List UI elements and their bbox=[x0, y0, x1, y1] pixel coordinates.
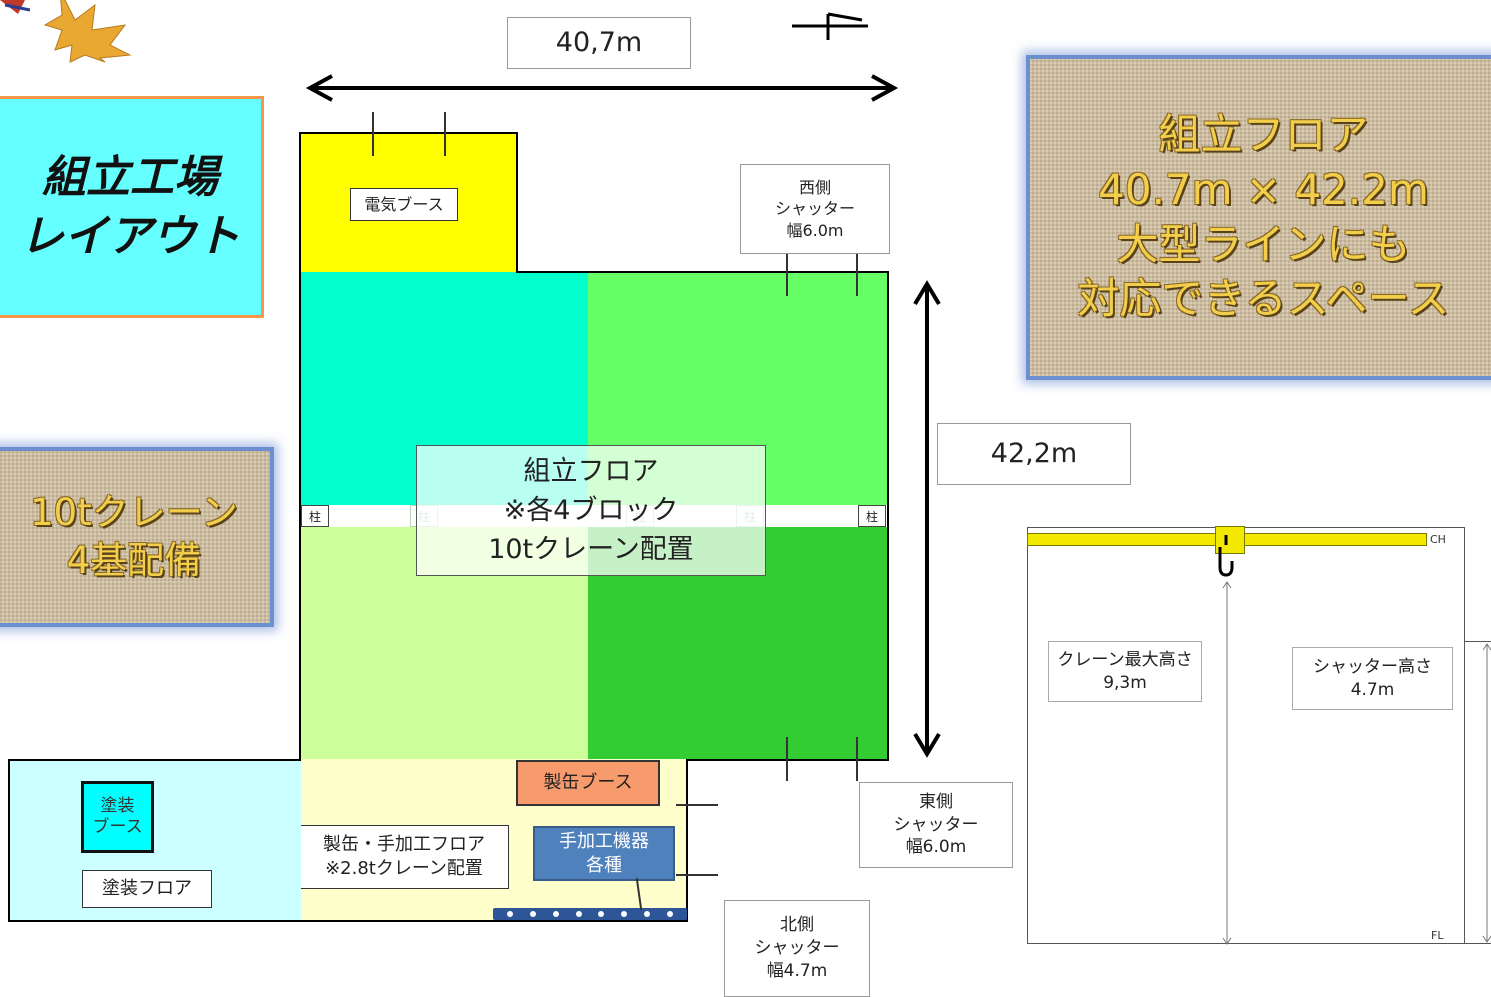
width-arrow bbox=[305, 74, 899, 102]
rail-wheel-icon bbox=[552, 911, 559, 917]
electric-door-mark-right bbox=[444, 112, 446, 156]
fab-floor-line-2: ※2.8tクレーン配置 bbox=[325, 858, 483, 879]
assembly-floor-line-1: 組立フロア bbox=[523, 455, 659, 487]
hand-tools-box: 手加工機器 各種 bbox=[533, 826, 675, 881]
title-line-2: レイアウト bbox=[20, 211, 240, 262]
west-shutter-mark-left bbox=[786, 254, 788, 296]
east-shutter-line-3: 幅6.0m bbox=[905, 837, 967, 858]
crane-info-line-2: 4基配備 bbox=[66, 539, 202, 582]
east-shutter-line-1: 東側 bbox=[919, 791, 953, 812]
fab-floor-line-1: 製缶・手加工フロア bbox=[323, 833, 485, 855]
shutter-height-line-1: シャッター高さ bbox=[1313, 656, 1432, 677]
shutter-height-arrow bbox=[1482, 643, 1491, 943]
crane-height-line-1: クレーン最大高さ bbox=[1057, 649, 1193, 670]
hand-tools-line-2: 各種 bbox=[586, 854, 622, 876]
elevation-frame bbox=[1027, 527, 1465, 944]
depth-dimension-label: 42,2m bbox=[937, 423, 1131, 485]
shutter-height-label: シャッター高さ 4.7m bbox=[1292, 647, 1453, 710]
fab-floor-label: 製缶・手加工フロア ※2.8tクレーン配置 bbox=[299, 825, 509, 889]
paint-booth-line-1: 塗装 bbox=[100, 795, 135, 816]
depth-arrow bbox=[913, 280, 941, 758]
crane-height-arrow bbox=[1222, 581, 1232, 945]
east-shutter-line-2: シャッター bbox=[893, 814, 979, 835]
east-shutter-mark-right bbox=[856, 737, 858, 781]
assembly-floor-line-3: 10tクレーン配置 bbox=[488, 534, 694, 566]
north-shutter-line-2: シャッター bbox=[754, 938, 840, 959]
fab-booth-label: 製缶ブース bbox=[543, 771, 633, 793]
electric-booth-label: 電気ブース bbox=[350, 188, 458, 221]
electric-booth-text: 電気ブース bbox=[364, 194, 444, 214]
floor-info-box: 組立フロア 40.7m × 42.2m 大型ラインにも 対応できるスペース bbox=[1026, 55, 1491, 380]
floor-info-line-2: 40.7m × 42.2m bbox=[1098, 164, 1429, 214]
pillar-1: 柱 bbox=[301, 505, 329, 527]
east-shutter-mark-left bbox=[786, 737, 788, 781]
north-shutter-mark-bottom bbox=[676, 874, 718, 876]
crane-height-line-2: 9,3m bbox=[1103, 672, 1147, 693]
assembly-floor-label: 組立フロア ※各4ブロック 10tクレーン配置 bbox=[416, 445, 766, 576]
floor-info-line-4: 対応できるスペース bbox=[1077, 274, 1450, 324]
elevation-floor-line-ext bbox=[1464, 943, 1491, 944]
assembly-top-wall bbox=[516, 271, 889, 273]
pillar-5-label: 柱 bbox=[865, 509, 878, 524]
fl-label: FL bbox=[1431, 929, 1444, 942]
title-line-1: 組立工場 bbox=[42, 151, 218, 203]
rail-wheel-icon bbox=[643, 911, 650, 917]
rail-wheel-icon bbox=[575, 911, 582, 917]
hand-tools-line-1: 手加工機器 bbox=[559, 831, 649, 853]
paint-floor-label: 塗装フロア bbox=[82, 870, 212, 908]
north-shutter-label: 北側 シャッター 幅4.7m bbox=[724, 900, 870, 997]
crane-info-box: 10tクレーン 4基配備 bbox=[0, 447, 274, 627]
width-dimension-value: 40,7m bbox=[555, 26, 643, 58]
west-shutter-mark-right bbox=[856, 254, 858, 296]
crane-height-label: クレーン最大高さ 9,3m bbox=[1048, 641, 1202, 702]
north-shutter-line-1: 北側 bbox=[780, 915, 814, 936]
pillar-5: 柱 bbox=[858, 505, 886, 527]
rail-wheel-icon bbox=[666, 911, 673, 917]
rail-wheel-icon bbox=[507, 911, 514, 917]
north-shutter-mark-top bbox=[676, 804, 718, 806]
pillar-1-label: 柱 bbox=[308, 509, 321, 524]
maple-leaf-decoration bbox=[0, 0, 132, 63]
west-shutter-label: 西側 シャッター 幅6.0m bbox=[740, 164, 890, 254]
depth-dimension-value: 42,2m bbox=[990, 437, 1078, 469]
west-shutter-line-3: 幅6.0m bbox=[786, 220, 844, 240]
floor-info-line-1: 組立フロア bbox=[1158, 110, 1369, 160]
assembly-floor-line-2: ※各4ブロック bbox=[503, 494, 679, 526]
title-box: 組立工場 レイアウト bbox=[0, 96, 264, 318]
rail-wheel-icon bbox=[621, 911, 628, 917]
crane-hook-icon bbox=[1218, 535, 1234, 577]
electric-door-mark-left bbox=[372, 112, 374, 156]
floor-info-line-3: 大型ラインにも bbox=[1116, 219, 1411, 269]
west-shutter-line-1: 西側 bbox=[798, 177, 831, 197]
paint-booth: 塗装 ブース bbox=[81, 781, 154, 853]
paint-floor-text: 塗装フロア bbox=[102, 877, 192, 899]
north-shutter-line-3: 幅4.7m bbox=[766, 960, 828, 981]
east-shutter-label: 東側 シャッター 幅6.0m bbox=[859, 782, 1013, 868]
width-dimension-label: 40,7m bbox=[507, 17, 691, 69]
crane-info-line-1: 10tクレーン bbox=[30, 490, 238, 534]
assembly-floor-outline bbox=[299, 272, 889, 761]
paint-booth-line-2: ブース bbox=[92, 817, 143, 837]
elevation-step-wall bbox=[1464, 641, 1491, 642]
rail-wheel-icon bbox=[530, 911, 537, 917]
shutter-height-line-2: 4.7m bbox=[1350, 679, 1395, 700]
fab-crane-rail bbox=[493, 908, 687, 920]
west-shutter-line-2: シャッター bbox=[774, 199, 855, 219]
fab-booth: 製缶ブース bbox=[516, 760, 660, 806]
ch-label: CH bbox=[1430, 533, 1446, 546]
rail-wheel-icon bbox=[598, 911, 605, 917]
north-marker-icon bbox=[792, 12, 868, 40]
